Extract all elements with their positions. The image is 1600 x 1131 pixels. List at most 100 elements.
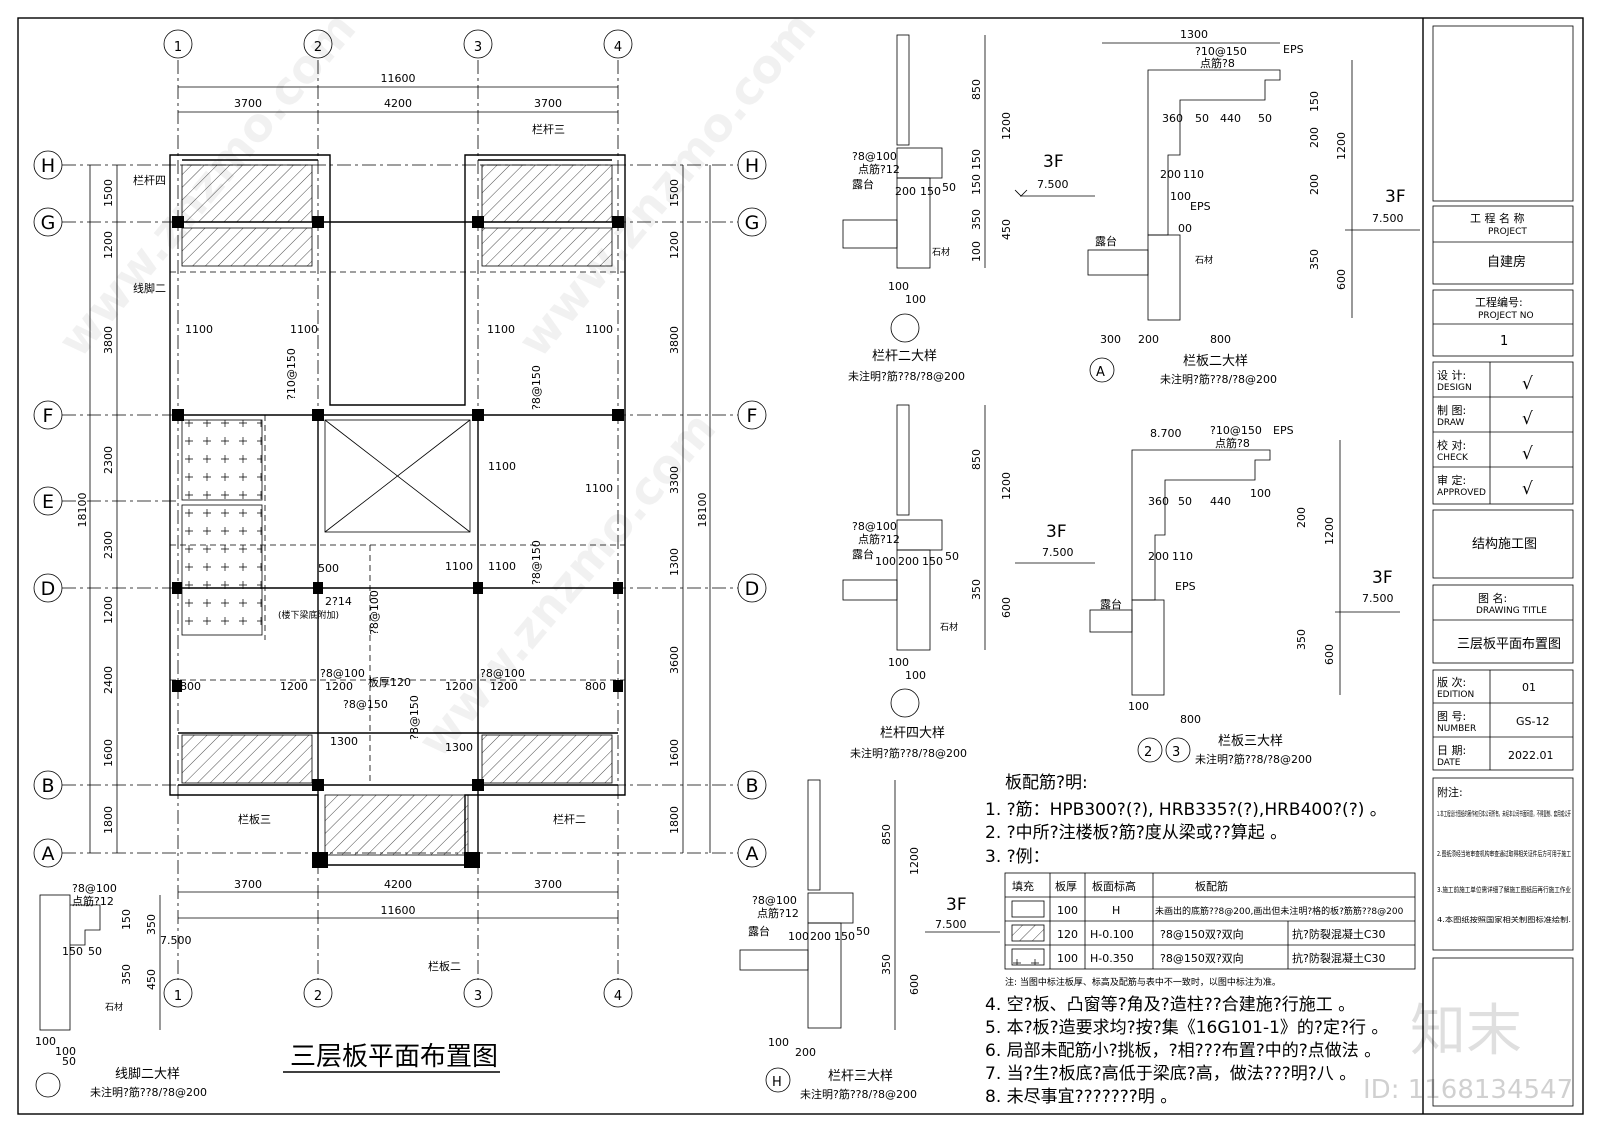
lb2-stone: 石材 [1195, 254, 1213, 266]
detail-parapet-3: 8.700 ?10@150 点筋?8 EPS 360 50 440 100 20… [1089, 424, 1400, 766]
lg2-w1: 200 [895, 185, 916, 198]
axis-H-left: H [41, 155, 55, 177]
lb2-b3: 800 [1210, 333, 1231, 346]
axis-3-bottom: 3 [474, 989, 482, 1004]
tb-project: 自建房 [1487, 254, 1526, 270]
axis-A-left: A [42, 843, 55, 865]
lb2-row2-b: 110 [1183, 168, 1204, 181]
dim-left-5: 2300 [102, 531, 115, 559]
axis-D-right: D [745, 578, 760, 600]
lg4-w4: 50 [945, 550, 959, 563]
lg2-d2: 1200 [1000, 112, 1013, 140]
dim-plan-1200-a: 1200 [280, 680, 308, 693]
lg4-d2: 1200 [1000, 472, 1013, 500]
table-r3-rebar: ?8@150双?双向 [1160, 951, 1244, 965]
tb-edition-label: 版 次: [1437, 675, 1466, 689]
lg4-tag: 露台 [852, 547, 874, 561]
axis-A-right: A [746, 843, 759, 865]
xj2-w2: 50 [88, 945, 102, 958]
lg4-rebar-2: 点筋?12 [858, 532, 900, 546]
label-parapet-2: 栏板二 [428, 959, 461, 973]
lg2-d1: 850 [970, 79, 983, 100]
lg3-w2: 200 [810, 930, 831, 943]
title-block: 工 程 名 称 PROJECT 自建房 工程编号: PROJECT NO 1 设… [1432, 25, 1574, 1107]
tb-no-label-en: PROJECT NO [1478, 311, 1534, 321]
lb3-elev: 7.500 [1362, 592, 1394, 605]
table-header-fill: 填充 [1012, 879, 1034, 893]
lg2-d7: 100 [970, 241, 983, 262]
axis-1-bottom: 1 [174, 989, 182, 1004]
label-railing-2: 栏杆二 [553, 812, 586, 826]
floor-plan: 1 2 3 4 1 2 3 4 H G F E D B A H G F D B [33, 29, 767, 1073]
tb-number-label: 图 号: [1437, 710, 1466, 723]
lg3-w4: 50 [856, 925, 870, 938]
tb-design-en: DESIGN [1437, 383, 1472, 393]
notes-item-7: 7. 当?生?板底?高低于梁底?高，做法???明?八 。 [985, 1064, 1356, 1084]
lg4-elev: 7.500 [1042, 546, 1074, 559]
lb3-rebar-1: ?10@150 [1210, 424, 1262, 437]
dim-plan-1200-d: 1200 [490, 680, 518, 693]
dim-right-3: 3800 [668, 326, 681, 354]
lb2-tag: 露台 [1095, 234, 1117, 248]
lg2-level: 3F [1043, 152, 1064, 172]
dim-top-2: 4200 [384, 97, 412, 110]
lb3-rebar-2: 点筋?8 [1215, 436, 1250, 450]
table-r1-elev: H [1112, 904, 1120, 917]
axis-E-left: E [42, 491, 54, 513]
lb3-top: 8.700 [1150, 427, 1182, 440]
tb-remarks-heading: 附注: [1437, 785, 1463, 799]
tb-date: 2022.01 [1508, 749, 1554, 762]
lb3-row1-c: 440 [1210, 495, 1231, 508]
tb-check-label: 校 对: [1437, 438, 1466, 452]
tb-stage: 结构施工图 [1472, 537, 1537, 552]
lg4-w3: 150 [922, 555, 943, 568]
detail-railing-4: 3F 7.500 850 1200 350 600 ?8@100 点筋?12 露… [842, 404, 1095, 760]
lb3-note: 未注明?筋??8/?8@200 [1195, 752, 1312, 766]
lg2-w2: 150 [920, 185, 941, 198]
lb3-d-350: 350 [1295, 629, 1308, 650]
tb-check-en: CHECK [1437, 453, 1469, 463]
tb-no-label: 工程编号: [1475, 295, 1523, 309]
dim-left-total: 18100 [76, 493, 89, 528]
lb3-b1: 100 [1128, 700, 1149, 713]
tb-design-label: 设 计: [1437, 369, 1466, 382]
lg2-rebar-1: ?8@100 [852, 150, 897, 163]
lg3-elev: 7.500 [935, 918, 967, 931]
lb3-eps2: EPS [1175, 580, 1196, 593]
xj2-rebar-2: 点筋?12 [72, 894, 114, 908]
watermark-site-3: www.znzmo.com [407, 401, 726, 767]
table-header-elevation: 板面标高 [1092, 879, 1136, 893]
lg4-d6: 600 [1000, 597, 1013, 618]
dim-right-7: 1600 [668, 739, 681, 767]
dim-left-9: 1800 [102, 806, 115, 834]
lg4-d1: 850 [970, 449, 983, 470]
notes-item-4: 4. 空?板、凸窗等?角及?造柱??合建施?行施工 。 [985, 995, 1355, 1015]
tb-edition-en: EDITION [1437, 690, 1474, 700]
lg2-d4: 150 [970, 174, 983, 195]
lg3-rebar-2: 点筋?12 [757, 906, 799, 920]
axis-2-bottom: 2 [314, 989, 322, 1004]
lb2-level: 3F [1385, 187, 1406, 207]
legend-table [1004, 872, 1416, 970]
rebar-label-1: ?10@150 [285, 348, 298, 400]
rebar-label-6: ?8@150 [530, 540, 543, 585]
dim-right-4: 3300 [668, 466, 681, 494]
notes-item-5: 5. 本?板?造要求均?按?集《16G101-1》的?定?行 。 [985, 1018, 1388, 1038]
lb2-rebar-1: ?10@150 [1195, 45, 1247, 58]
table-footnote: 注: 当图中标注板厚、标高及配筋与表中不一致时，以图中标注为准。 [1005, 976, 1281, 988]
plan-title: 三层板平面布置图 [290, 1042, 498, 1072]
lb2-axis: A [1096, 365, 1105, 380]
dim-bottom-2: 4200 [384, 878, 412, 891]
axis-4-bottom: 4 [614, 989, 622, 1004]
dim-left-4: 2300 [102, 446, 115, 474]
lb3-axis-a: 2 [1144, 745, 1152, 760]
table-r3-thk: 100 [1057, 952, 1078, 965]
lb2-top: 1300 [1180, 28, 1208, 41]
dim-plan-1100-g: 1100 [445, 560, 473, 573]
axis-4-top: 4 [614, 40, 622, 55]
dim-plan-1100-c: 1100 [487, 323, 515, 336]
tb-drawing-label: 图 名: [1478, 591, 1507, 605]
lg4-b2: 100 [905, 669, 926, 682]
lg4-w1: 100 [875, 555, 896, 568]
